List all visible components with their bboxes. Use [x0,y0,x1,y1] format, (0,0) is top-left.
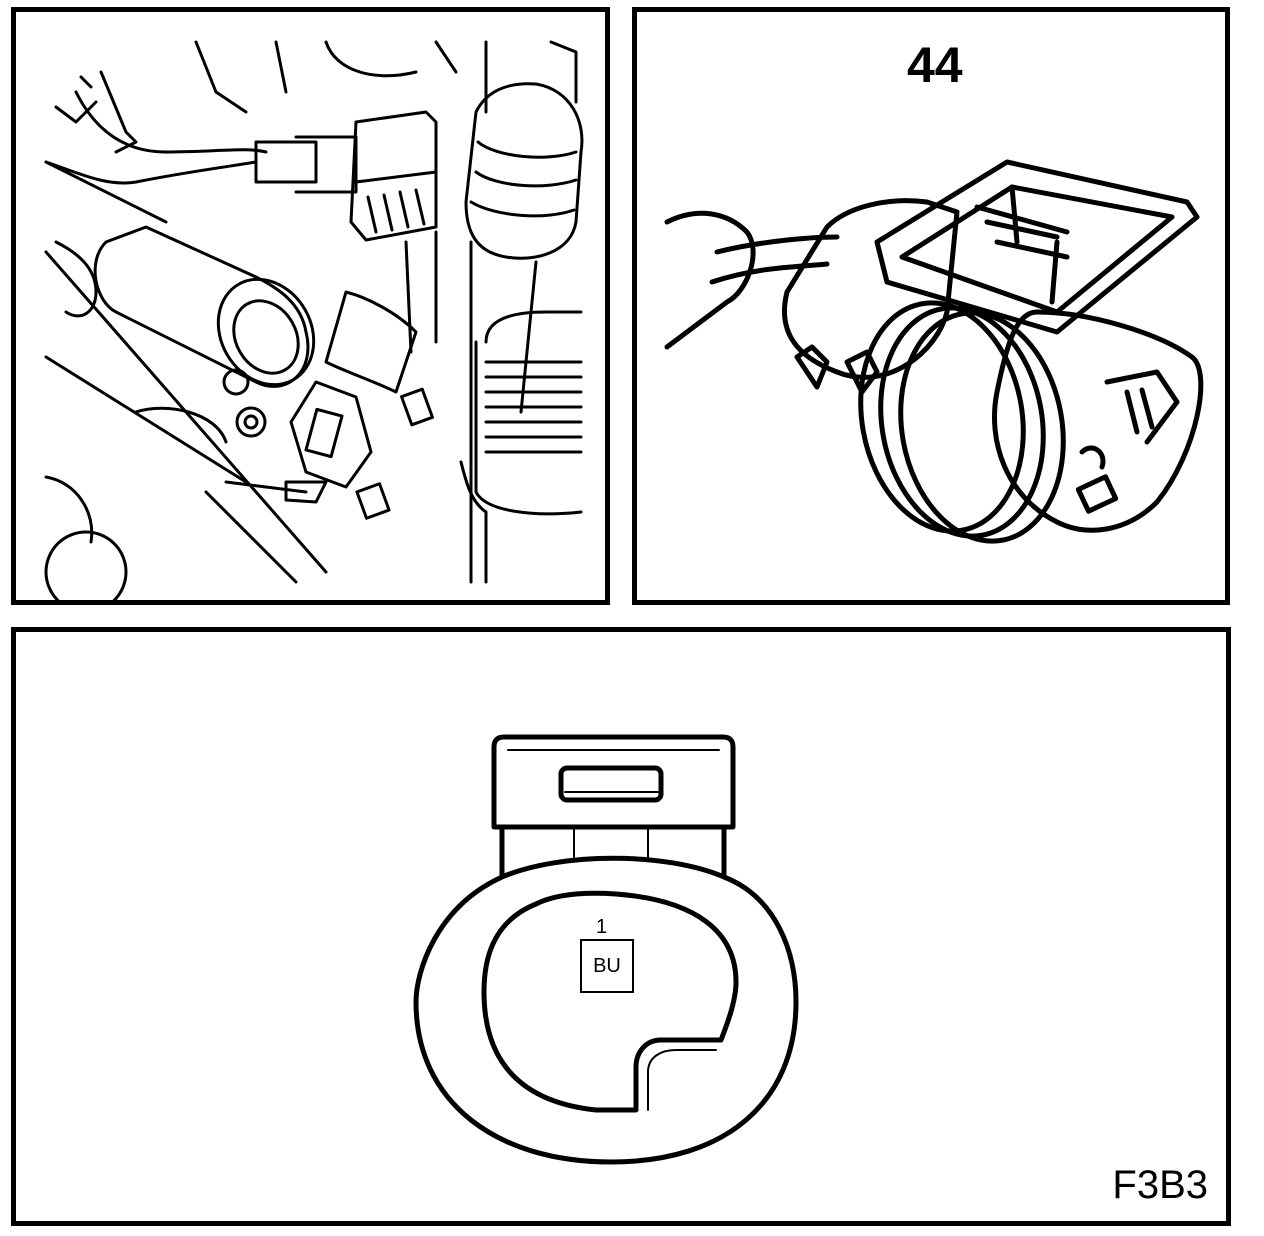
connector-perspective-drawing [664,159,1204,544]
connector-face-drawing [413,734,799,1165]
engine-bay-illustration-panel [11,7,610,605]
pin-color-code: BU [593,954,621,977]
pin-number-label: 1 [596,916,608,938]
engine-bay-drawing [44,40,584,600]
connector-perspective-panel: 44 [632,7,1230,605]
connector-pinout-panel: 1 BU F3B3 [11,627,1231,1226]
item-number-label: 44 [907,37,963,93]
figure-code-label: F3B3 [1112,1163,1208,1207]
pin-cavity-1: BU [580,939,634,993]
